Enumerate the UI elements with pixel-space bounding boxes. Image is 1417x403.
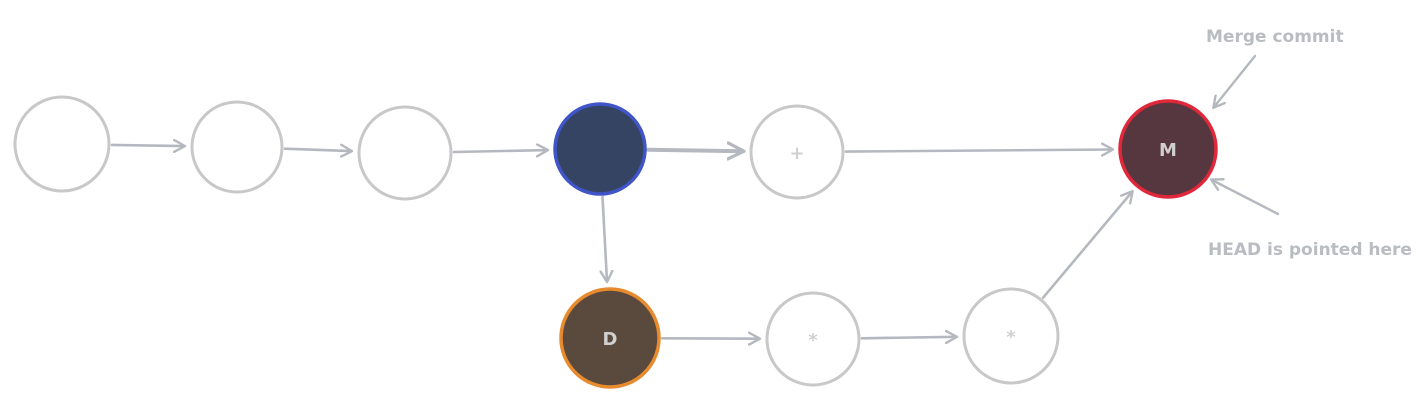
commit-circle-c3 bbox=[357, 105, 453, 201]
commit-node-c1 bbox=[13, 95, 111, 193]
annotations-layer: Merge commit HEAD is pointed here bbox=[1206, 27, 1412, 260]
merge-commit-pointer-arrow bbox=[1214, 54, 1257, 107]
commit-node-m: M bbox=[1118, 99, 1218, 199]
commit-circle-c2 bbox=[190, 100, 284, 194]
commit-node-s2: * bbox=[962, 287, 1060, 385]
commit-circle-c1 bbox=[13, 95, 111, 193]
edge-s1-to-s2 bbox=[860, 337, 956, 339]
commit-node-c3 bbox=[357, 105, 453, 201]
commit-node-s1: * bbox=[765, 291, 861, 387]
edge-c1-to-c2 bbox=[110, 145, 184, 146]
commit-label-m: M bbox=[1159, 140, 1177, 161]
edge-c2-to-c3 bbox=[283, 149, 351, 151]
edge-c5-to-m bbox=[844, 150, 1112, 152]
commit-node-c5: + bbox=[749, 104, 845, 200]
edge-c4-to-d bbox=[603, 195, 608, 281]
head-pointer-annotation: HEAD is pointed here bbox=[1208, 240, 1412, 260]
edge-c4-to-c5 bbox=[646, 150, 743, 152]
commit-circle-m bbox=[1118, 99, 1218, 199]
commit-circle-d bbox=[559, 287, 661, 389]
commit-label-d: D bbox=[603, 329, 618, 350]
commit-node-c4 bbox=[553, 102, 647, 196]
head-pointer-arrow bbox=[1212, 180, 1280, 216]
commit-label-s1: * bbox=[808, 330, 818, 351]
commit-circle-s2 bbox=[962, 287, 1060, 385]
commit-node-c2 bbox=[190, 100, 284, 194]
commit-node-d: D bbox=[559, 287, 661, 389]
edge-s2-to-m bbox=[1041, 192, 1132, 300]
edge-c3-to-c4 bbox=[452, 150, 547, 152]
commit-circle-s1 bbox=[765, 291, 861, 387]
edges-layer bbox=[110, 145, 1132, 339]
commit-label-s2: * bbox=[1006, 327, 1016, 348]
nodes-layer: + D * * M bbox=[13, 95, 1218, 389]
commit-circle-c4 bbox=[553, 102, 647, 196]
merge-commit-annotation: Merge commit bbox=[1206, 27, 1344, 47]
commit-circle-c5 bbox=[749, 104, 845, 200]
commit-label-c5: + bbox=[789, 143, 804, 164]
